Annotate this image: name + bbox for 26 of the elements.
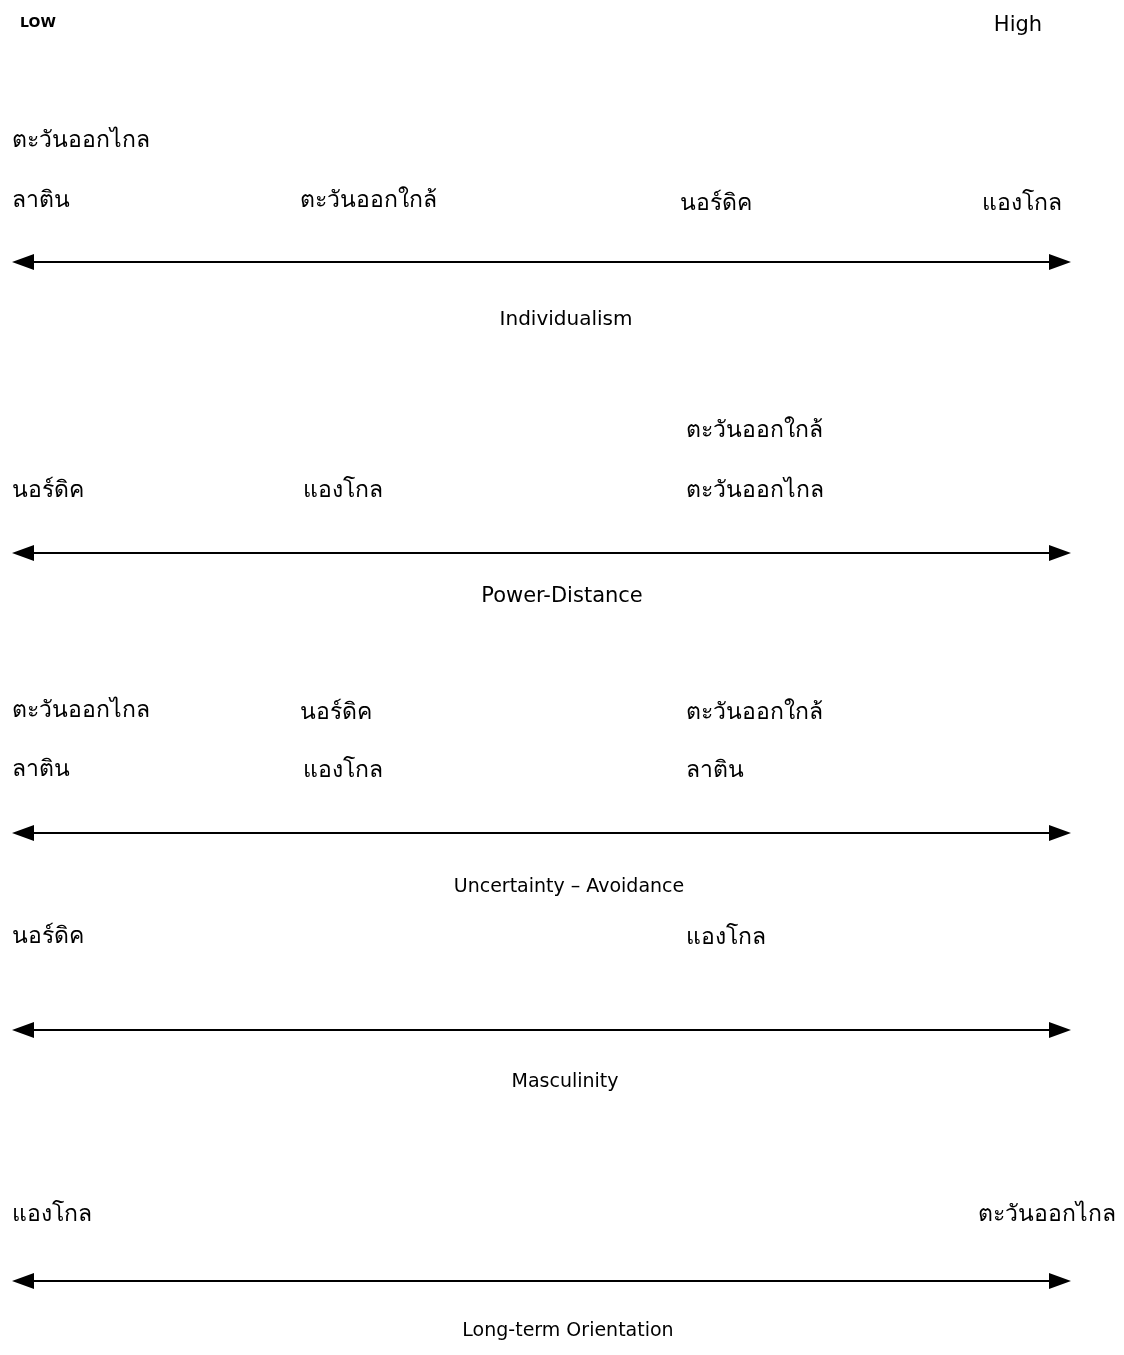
region-label: แองโกล (303, 756, 383, 784)
scale-end-label: LOW (20, 13, 56, 31)
region-label: ตะวันออกใกล้ (686, 698, 823, 726)
region-label: ตะวันออกใกล้ (686, 416, 823, 444)
region-label: นอร์ดิค (12, 476, 84, 504)
region-label: ตะวันออกไกล (12, 696, 150, 724)
region-label: แองโกล (303, 476, 383, 504)
dimension-title: Individualism (499, 306, 633, 330)
region-label: แองโกล (12, 1200, 92, 1228)
dimension-title: Uncertainty – Avoidance (453, 873, 685, 897)
region-label: แองโกล (982, 189, 1062, 217)
region-label: นอร์ดิค (680, 189, 752, 217)
region-label: ตะวันออกไกล (686, 476, 824, 504)
region-label: ลาติน (686, 756, 744, 784)
region-label: แองโกล (686, 923, 766, 951)
dimension-title: Long-term Orientation (462, 1317, 674, 1341)
region-label: ตะวันออกใกล้ (300, 186, 437, 214)
region-label: ลาติน (12, 186, 70, 214)
region-label: นอร์ดิค (12, 922, 84, 950)
region-label: ตะวันออกไกล (12, 126, 150, 154)
region-label: นอร์ดิค (300, 698, 372, 726)
scale-end-label: High (993, 12, 1043, 38)
dimension-title: Power-Distance (481, 583, 643, 609)
region-label: ลาติน (12, 755, 70, 783)
region-label: ตะวันออกไกล (978, 1200, 1116, 1228)
dimension-title: Masculinity (511, 1068, 619, 1092)
